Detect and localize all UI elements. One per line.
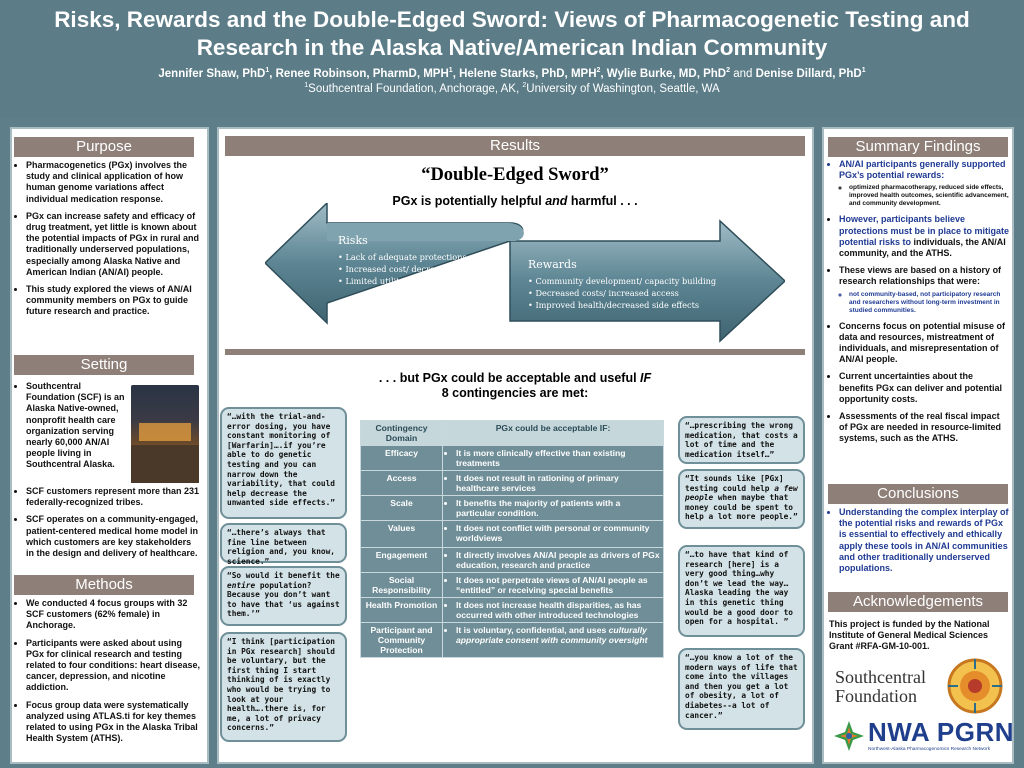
column-header: Contingency Domain (360, 420, 443, 446)
author-name: Wylie Burke, MD, PhD (606, 67, 727, 80)
quote-bubble: “…to have that kind of research [here] i… (678, 545, 805, 637)
quote-bubble: “…with the trial-and-error dosing, you h… (220, 407, 347, 519)
acknowledgements-heading: Acknowledgements (828, 592, 1008, 612)
setting-text-bottom: SCF customers represent more than 231 fe… (14, 486, 201, 565)
table-row: AccessIt does not result in rationing of… (360, 470, 664, 496)
nwa-pgrn-subtitle: Northwest-Alaska Pharmacogenomics Resear… (868, 747, 991, 752)
summary-item: These views are based on a history of re… (839, 265, 1010, 314)
quote-bubble: “…you know a lot of the modern ways of l… (678, 648, 805, 730)
methods-item: We conducted 4 focus groups with 32 SCF … (26, 598, 201, 632)
risks-title: Risks (338, 234, 368, 247)
setting-text-top: Southcentral Foundation (SCF) is an Alas… (14, 381, 132, 477)
summary-item: However, participants believe protection… (839, 214, 1010, 259)
setting-heading: Setting (14, 355, 194, 375)
quote-bubble: “So would it benefit the entire populati… (220, 566, 347, 626)
purpose-item: PGx can increase safety and efficacy of … (26, 211, 201, 278)
affiliations: 1Southcentral Foundation, Anchorage, AK,… (304, 82, 720, 95)
table-row: Social ResponsibilityIt does not perpetr… (360, 572, 664, 598)
divider-bar (225, 349, 805, 355)
methods-item: Focus group data were systematically ana… (26, 700, 201, 745)
southcentral-emblem-icon (947, 658, 1003, 714)
reward-item: • Decreased costs/ increased access (528, 288, 679, 298)
column-header: PGx could be acceptable IF: (442, 420, 664, 446)
methods-text: We conducted 4 focus groups with 32 SCF … (14, 598, 201, 750)
risk-item: • Increased cost/ decreased access (338, 264, 484, 274)
methods-item: Participants were asked about using PGx … (26, 638, 201, 694)
rewards-arrow (509, 219, 785, 343)
author-name: Renee Robinson, PharmD, MPH (275, 67, 449, 80)
table-header-row: Contingency Domain PGx could be acceptab… (360, 420, 664, 446)
table-row: ValuesIt does not conflict with personal… (360, 520, 664, 548)
arrow-fold (327, 223, 524, 242)
purpose-heading: Purpose (14, 137, 194, 157)
quote-bubble: “…there’s always that fine line between … (220, 523, 347, 566)
summary-heading: Summary Findings (828, 137, 1008, 157)
reward-item: • Improved health/decreased side effects (528, 300, 699, 310)
summary-item: Assessments of the real fiscal impact of… (839, 411, 1010, 445)
author-name: Jennifer Shaw, PhD (158, 67, 266, 80)
setting-item: SCF customers represent more than 231 fe… (26, 486, 201, 508)
quote-bubble: “It sounds like [PGx] testing could help… (678, 469, 805, 529)
acknowledgements-text: This project is funded by the National I… (829, 619, 990, 652)
author-name: Helene Starks, PhD, MPH (459, 67, 597, 80)
author-list: Jennifer Shaw, PhD1, Renee Robinson, Pha… (158, 67, 866, 80)
purpose-item: Pharmacogenetics (PGx) involves the stud… (26, 160, 201, 205)
table-row: EfficacyIt is more clinically effective … (360, 445, 664, 471)
reward-item: • Community development/ capacity buildi… (528, 276, 716, 286)
sword-title: “Double-Edged Sword” (421, 165, 609, 185)
table-row: Participant and Community ProtectionIt i… (360, 622, 664, 658)
quote-bubble: “…prescribing the wrong medication, that… (678, 416, 805, 464)
poster-header: Risks, Rewards and the Double-Edged Swor… (0, 0, 1024, 118)
risks-arrow (265, 203, 524, 325)
purpose-text: Pharmacogenetics (PGx) involves the stud… (14, 160, 201, 324)
table-row: EngagementIt directly involves AN/AI peo… (360, 547, 664, 573)
results-heading: Results (225, 136, 805, 156)
right-column (822, 127, 1014, 764)
building-photo (131, 385, 199, 483)
summary-text: AN/AI participants generally supported P… (827, 159, 1010, 451)
rewards-title: Rewards (528, 258, 577, 271)
nwa-pgrn-logo-text: NWA PGRN (868, 717, 1015, 747)
helpful-line: PGx is potentially helpful and harmful .… (392, 194, 638, 208)
author-name: Denise Dillard, PhD (755, 67, 862, 80)
summary-item: AN/AI participants generally supported P… (839, 159, 1010, 208)
double-arrow-graphic: Risks • Lack of adequate protections • I… (265, 203, 785, 343)
contingency-table: Contingency Domain PGx could be acceptab… (360, 420, 664, 658)
summary-item: Current uncertainties about the benefits… (839, 371, 1010, 405)
poster-title: Risks, Rewards and the Double-Edged Swor… (54, 7, 970, 60)
methods-heading: Methods (14, 575, 194, 595)
acceptable-line: . . . but PGx could be acceptable and us… (378, 371, 652, 400)
setting-item: Southcentral Foundation (SCF) is an Alas… (26, 381, 132, 471)
conclusions-text: Understanding the complex interplay of t… (827, 507, 1010, 580)
risk-item: • Lack of adequate protections (338, 252, 467, 262)
setting-item: SCF operates on a community-engaged, pat… (26, 514, 201, 559)
quote-bubble: “I think [participation in PGx research]… (220, 632, 347, 742)
conclusions-item: Understanding the complex interplay of t… (839, 507, 1010, 574)
nwa-pgrn-logo-icon (834, 721, 864, 751)
purpose-item: This study explored the views of AN/AI c… (26, 284, 201, 318)
risk-item: • Limited utility (338, 276, 405, 286)
table-row: ScaleIt benefits the majority of patient… (360, 495, 664, 521)
table-row: Health PromotionIt does not increase hea… (360, 597, 664, 623)
summary-item: Concerns focus on potential misuse of da… (839, 321, 1010, 366)
conclusions-heading: Conclusions (828, 484, 1008, 504)
southcentral-logo-text: Southcentral Foundation (835, 667, 926, 706)
